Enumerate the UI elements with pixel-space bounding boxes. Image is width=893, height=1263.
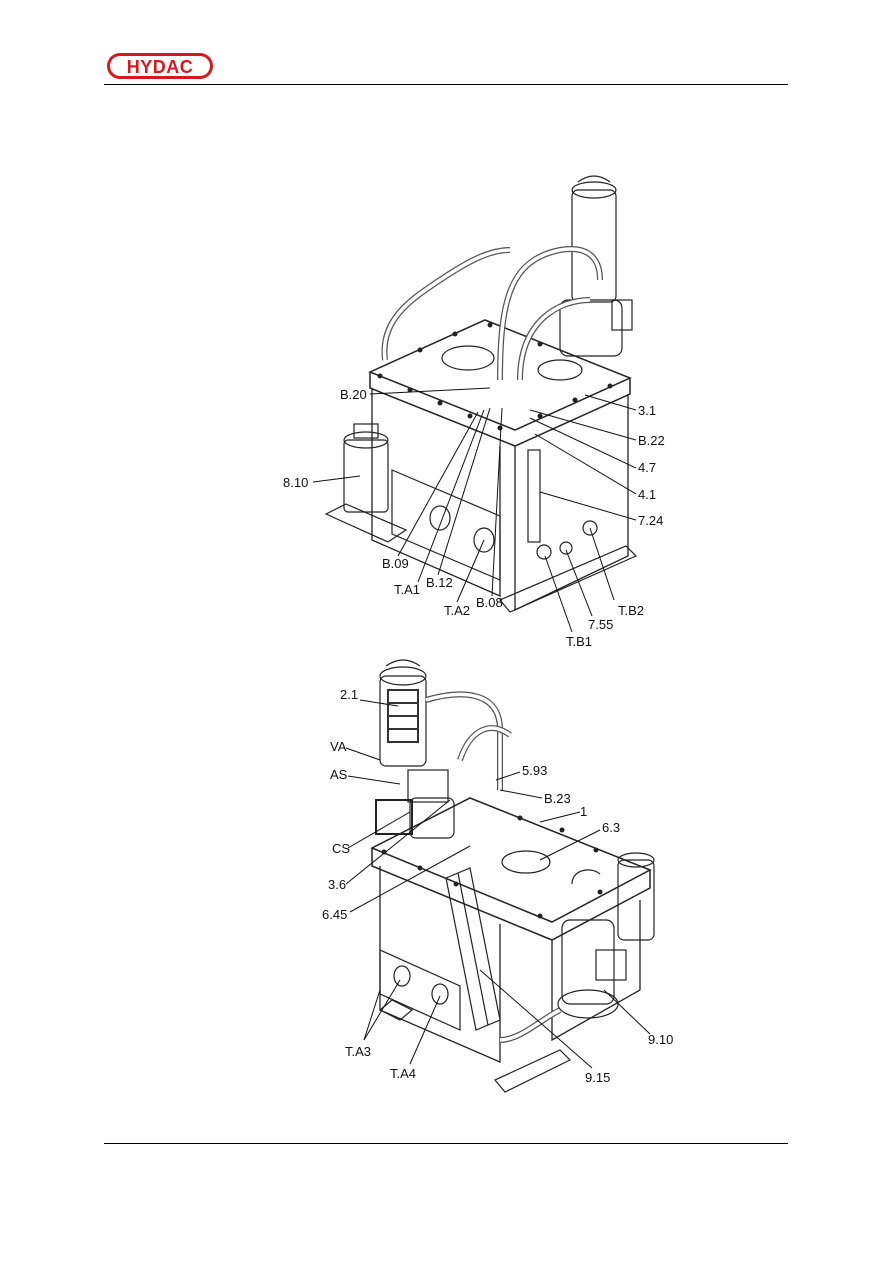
top-unit-drawing: [324, 175, 638, 613]
label-7-24: 7.24: [638, 513, 664, 528]
label-3-1: 3.1: [638, 403, 657, 418]
label-cs: CS: [332, 841, 351, 856]
label-1: 1: [580, 804, 588, 819]
label-3-6: 3.6: [328, 877, 347, 892]
label-7-55: 7.55: [588, 617, 614, 632]
hydac-logo: HYDAC: [107, 53, 213, 79]
label-4-7: 4.7: [638, 460, 657, 475]
label-as: AS: [330, 767, 348, 782]
label-2-1: 2.1: [340, 687, 359, 702]
label-6-3: 6.3: [602, 820, 621, 835]
label-tb2: T.B2: [618, 603, 645, 618]
logo-text: HYDAC: [127, 57, 194, 77]
label-9-15: 9.15: [585, 1070, 611, 1085]
label-5-93: 5.93: [522, 763, 548, 778]
label-b20: B.20: [340, 387, 367, 402]
label-8-10: 8.10: [283, 475, 309, 490]
label-ta3: T.A3: [345, 1044, 372, 1059]
label-ta2: T.A2: [444, 603, 471, 618]
label-ta1: T.A1: [394, 582, 421, 597]
label-va: VA: [330, 739, 347, 754]
label-ta4: T.A4: [390, 1066, 417, 1081]
label-b09: B.09: [382, 556, 409, 571]
header-rule: [104, 84, 788, 85]
bottom-unit-drawing: [370, 659, 655, 1093]
label-b22: B.22: [638, 433, 665, 448]
label-6-45: 6.45: [322, 907, 348, 922]
label-4-1: 4.1: [638, 487, 657, 502]
label-b23: B.23: [544, 791, 571, 806]
label-9-10: 9.10: [648, 1032, 674, 1047]
footer-rule: [104, 1143, 788, 1144]
label-tb1: T.B1: [566, 634, 593, 649]
label-b12: B.12: [426, 575, 453, 590]
leader-lines: [312, 387, 651, 1069]
label-b08: B.08: [476, 595, 503, 610]
